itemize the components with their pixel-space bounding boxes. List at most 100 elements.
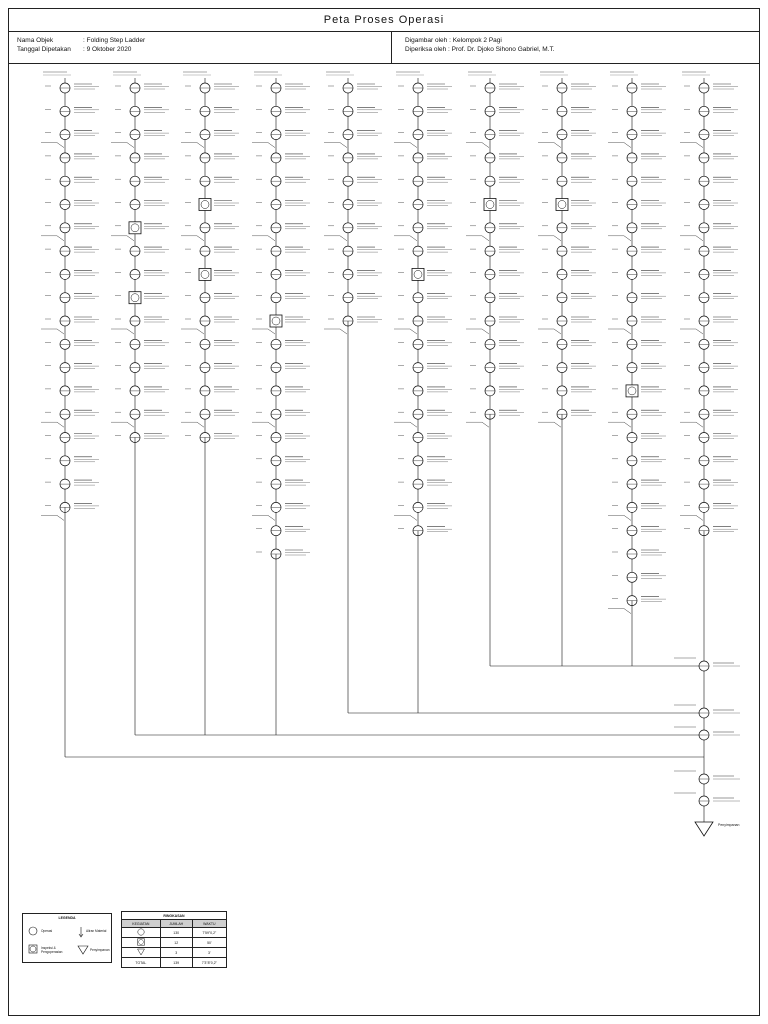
material-input-line: [623, 608, 632, 614]
inspection-step-inner: [200, 200, 210, 209]
inspection-step-inner: [130, 223, 140, 233]
material-input-line: [553, 421, 562, 428]
material-input-line: [695, 328, 704, 335]
legend-flow: Aliran Material: [86, 929, 107, 933]
summary-time: 50': [191, 937, 228, 948]
info-divider: [391, 31, 392, 63]
inspection-symbol-icon: [137, 938, 145, 946]
material-input-line: [409, 328, 418, 335]
material-input-line: [339, 235, 348, 242]
summary-time: 7'59"0,2": [191, 927, 228, 938]
summary-row: TOTAL 139 7'3"8"0,2": [121, 957, 228, 968]
material-input-line: [126, 421, 135, 428]
date-value: : 9 Oktober 2020: [83, 46, 132, 53]
legend-operation: Operasi: [41, 929, 53, 933]
operation-symbol-icon: [28, 926, 38, 936]
material-input-line: [695, 421, 704, 428]
inspection-step-inner: [130, 293, 140, 302]
material-input-line: [56, 515, 65, 521]
storage-symbol-icon: [77, 945, 89, 955]
legend: LEGENDA Operasi Inspeksi & Pengoperasian…: [22, 913, 112, 963]
summary-count: 139: [159, 957, 193, 968]
material-input-line: [481, 328, 490, 335]
material-input-line: [481, 235, 490, 242]
storage-symbol-icon: [136, 948, 145, 956]
info-band: Nama Objek: Folding Step Ladder Tanggal …: [9, 31, 759, 64]
summary-total-label: TOTAL: [121, 957, 161, 968]
date-label: Tanggal Dipetakan: [17, 46, 71, 53]
inspection-step-inner: [413, 270, 423, 279]
summary-header-time: WAKTU: [191, 919, 228, 928]
material-input-line: [56, 328, 65, 335]
inspection-step-inner: [627, 386, 637, 396]
date-row: Tanggal Dipetakan : 9 Oktober 2020: [17, 45, 387, 54]
storage-symbol-icon: [694, 821, 714, 837]
material-input-line: [196, 142, 205, 148]
material-input-line: [409, 515, 418, 521]
material-input-line: [126, 328, 135, 335]
legend-storage: Penyimpanan: [90, 948, 110, 952]
material-input-line: [409, 421, 418, 428]
summary-count: 12: [159, 937, 193, 948]
summary-row: 3 3': [121, 947, 228, 958]
material-input-line: [481, 421, 490, 428]
material-input-line: [339, 328, 348, 335]
inspection-symbol-icon: [28, 944, 38, 954]
material-input-line: [267, 142, 276, 148]
material-input-line: [409, 235, 418, 242]
summary-caption: RINGKASAN: [121, 911, 227, 920]
material-input-line: [481, 142, 490, 148]
flow-arrowhead-icon: [78, 933, 84, 938]
summary-table: RINGKASAN KEGIATAN JUMLAH WAKTU 130 7'59…: [121, 911, 228, 968]
object-label: Nama Objek: [17, 37, 54, 44]
checked-by: Diperiksa oleh : Prof. Dr. Djoko Sihono …: [405, 46, 555, 53]
info-left: Nama Objek: Folding Step Ladder Tanggal …: [17, 36, 387, 54]
drawn-by: Digambar oleh : Kelompok 2 Pagi: [405, 37, 502, 44]
summary-header-count: JUMLAH: [159, 919, 193, 928]
summary-header-activity: KEGIATAN: [121, 919, 161, 928]
material-input-line: [695, 235, 704, 242]
material-input-line: [623, 235, 632, 242]
legend-inspection: Inspeksi & Pengoperasian: [41, 946, 63, 954]
inspection-step-inner: [271, 316, 281, 326]
material-input-line: [126, 142, 135, 148]
inspection-step-inner: [485, 200, 495, 209]
summary-row: 12 50': [121, 937, 228, 948]
legend-symbols: [28, 926, 89, 955]
material-input-line: [196, 328, 205, 335]
process-chart-sheet: Peta Proses Operasi Nama Objek: Folding …: [8, 8, 760, 1016]
material-input-line: [695, 515, 704, 521]
inspection-step-inner: [200, 270, 210, 279]
info-right: Digambar oleh : Kelompok 2 Pagi Diperiks…: [405, 36, 755, 54]
material-input-line: [56, 142, 65, 148]
summary-activity-inspection: [121, 937, 161, 948]
material-input-line: [553, 328, 562, 335]
material-input-line: [623, 421, 632, 428]
inspection-step-inner: [557, 200, 567, 209]
material-input-line: [623, 142, 632, 148]
summary-count: 3: [159, 947, 193, 958]
material-input-line: [695, 142, 704, 148]
material-input-line: [56, 235, 65, 242]
material-input-line: [196, 235, 205, 242]
inspection-inner-icon: [29, 945, 37, 953]
terminal-label: Penyimpanan: [718, 823, 739, 827]
summary-time: 3': [191, 947, 228, 958]
operation-symbol-icon: [137, 928, 145, 936]
summary-row: 130 7'59"0,2": [121, 927, 228, 938]
material-input-line: [409, 142, 418, 148]
chart-title: Peta Proses Operasi: [9, 9, 759, 32]
summary-time: 7'3"8"0,2": [191, 957, 228, 968]
material-input-line: [623, 328, 632, 335]
material-input-line: [553, 142, 562, 148]
material-input-line: [267, 515, 276, 521]
summary-activity-operation: [121, 927, 161, 938]
material-input-line: [126, 235, 135, 242]
material-input-line: [267, 421, 276, 428]
material-input-line: [623, 515, 632, 521]
material-input-line: [339, 142, 348, 148]
material-input-line: [56, 421, 65, 428]
object-row: Nama Objek: Folding Step Ladder: [17, 36, 387, 45]
summary-activity-storage: [121, 947, 161, 958]
